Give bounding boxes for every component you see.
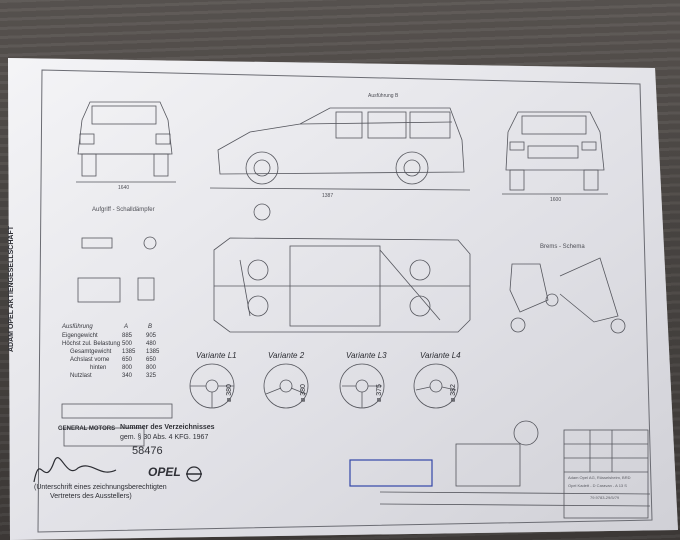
title-block-line-3: 79.9783-29/5/79: [590, 495, 620, 500]
dim-front: 1600: [550, 197, 562, 203]
spec-label: Gesamtgewicht: [70, 349, 112, 355]
signature-stroke: [33, 457, 117, 483]
dim-rear: 1640: [118, 185, 130, 191]
spec-header-label: Ausführung: [62, 324, 93, 330]
spec-label: Höchst zul. Belastung: [62, 341, 121, 347]
spec-b: 480: [146, 341, 157, 347]
spec-a: 650: [122, 357, 133, 363]
front-view-drawing: [502, 111, 608, 195]
dim-side: 1387: [322, 193, 334, 199]
variant-diameter: ø 380: [300, 384, 307, 402]
paper-shade: [8, 58, 678, 540]
variant-diameter: ø 380: [226, 384, 233, 402]
spec-b: 905: [146, 333, 157, 339]
spec-a: 340: [122, 373, 133, 379]
spec-b: 325: [146, 373, 157, 379]
rear-view-drawing: [76, 101, 176, 183]
variant-label: Variante L4: [420, 351, 461, 360]
chassis-plan-drawing: [213, 237, 471, 333]
blueprint-sheet: [8, 58, 678, 540]
signature-caption-1: (Unterschrift eines zeichnungsberechtigt…: [34, 484, 167, 491]
general-motors-label: GENERAL MOTORS: [58, 426, 116, 432]
variant-label: Variante 2: [268, 351, 305, 360]
title-block: [379, 420, 651, 519]
certificate-number: 58476: [132, 445, 163, 457]
title-block-line-2: Opel Kadett - D Caravan - A 13 S: [568, 483, 627, 488]
title-block-line-1: Adam Opel AG, Rüsselsheim, BRD: [568, 475, 631, 480]
spec-b: 1385: [146, 349, 160, 355]
blue-stamp: [349, 459, 433, 487]
drawing-frame: [37, 69, 653, 533]
spec-header-a: A: [124, 324, 129, 330]
spec-header-b: B: [148, 324, 153, 330]
spec-label: hinten: [90, 365, 107, 371]
spec-a: 500: [122, 341, 133, 347]
section-bremsschema: Brems - Schema: [540, 244, 585, 250]
variant-label: Variante L1: [196, 351, 237, 360]
spec-b: 800: [146, 365, 157, 371]
brand-wordmark: OPEL: [148, 465, 181, 479]
spec-label: Nutzlast: [70, 373, 92, 379]
spec-label: Achslast vorne: [70, 357, 110, 363]
nummer-subtitle: gem. § 30 Abs. 4 KFG. 1967: [120, 434, 209, 441]
spec-label: Eigengewicht: [62, 333, 98, 339]
top-note: Ausführung B: [368, 93, 399, 99]
steering-wheels: [189, 363, 459, 409]
variant-label: Variante L3: [346, 351, 387, 360]
spec-a: 885: [122, 333, 133, 339]
spec-a: 800: [122, 365, 133, 371]
stamp-box-left: [63, 427, 145, 447]
variant-diameter: ø 382: [450, 384, 457, 402]
side-view-drawing: [209, 107, 471, 191]
variant-diameter: ø 375: [376, 384, 383, 402]
spec-b: 650: [146, 357, 157, 363]
nummer-title: Nummer des Verzeichnisses: [120, 424, 215, 431]
exhaust-parts-drawing: [77, 203, 271, 303]
section-aufgriff: Aufgriff - Schalldämpfer: [92, 207, 155, 213]
brake-schema-drawing: [509, 257, 626, 334]
small-table-box: [61, 403, 173, 419]
signature-caption-2: Vertreters des Ausstellers): [50, 493, 132, 500]
company-vertical-label: ADAM OPEL AKTIENGESELLSCHAFT: [8, 225, 15, 352]
spec-a: 1385: [122, 349, 136, 355]
